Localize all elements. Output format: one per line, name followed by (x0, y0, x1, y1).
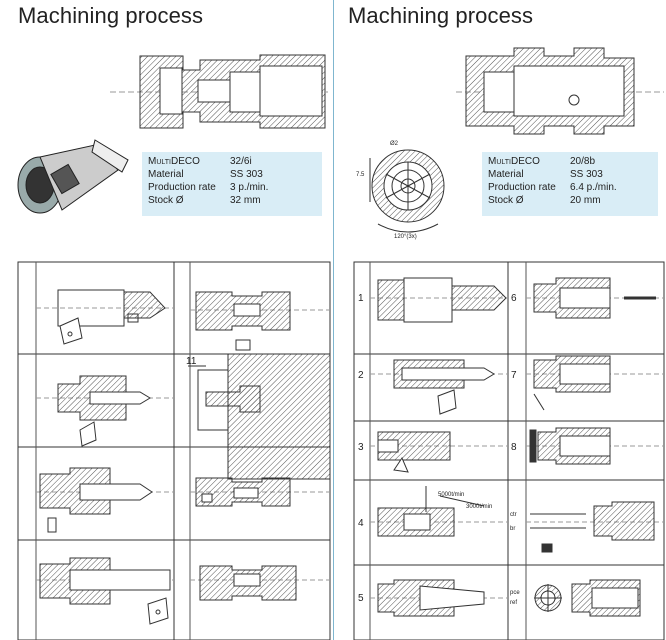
step-numbers: 1 2 3 4 5 6 7 8 (358, 293, 517, 604)
right-info-box: MultiDECO 20/8b Material SS 303 Producti… (482, 152, 658, 216)
side-label: ctr (510, 512, 517, 518)
front-dim-d1: 7.5 (356, 172, 365, 178)
side-label: br (510, 526, 515, 532)
left-step-1 (36, 289, 174, 345)
left-step-8 (190, 565, 330, 601)
step-number: 7 (511, 370, 517, 381)
right-step-3 (370, 431, 508, 473)
side-label: pce (510, 590, 520, 596)
info-label: Material (488, 169, 524, 180)
speed-label: 5000t/min (438, 492, 464, 498)
step-number: 6 (511, 293, 517, 304)
right-step-2 (370, 359, 508, 415)
left-step-4: 11 (186, 353, 331, 448)
left-info-box: MultiDECO 32/6i Material SS 303 Producti… (142, 152, 322, 216)
right-step-7 (526, 355, 664, 411)
info-label: Stock Ø (148, 195, 184, 206)
front-dim-d2: Ø2 (390, 141, 399, 147)
right-info-row: MultiDECO 20/8b (482, 156, 658, 169)
right-step-6 (526, 277, 664, 319)
step-number: 4 (358, 518, 364, 529)
right-panel: Machining process 7.5 Ø2 (334, 0, 666, 640)
right-title: Machining process (348, 3, 534, 28)
speed-label: 3000t/min (466, 504, 492, 510)
info-label: MultiDECO (488, 156, 540, 167)
right-info-row: Material SS 303 (482, 169, 658, 182)
right-part-section (456, 47, 664, 135)
step-number: 3 (358, 442, 364, 453)
left-step-6 (190, 446, 331, 507)
right-step-5: pce ref (370, 579, 520, 617)
info-value: 32/6i (230, 156, 252, 167)
step-number: 2 (358, 370, 364, 381)
left-step-7 (36, 557, 174, 625)
front-dim-angle: 120°(3x) (394, 234, 417, 240)
left-drawings: 11 (17, 54, 331, 640)
step-number: 8 (511, 442, 517, 453)
right-step-10 (534, 579, 641, 617)
left-info-row: Material SS 303 (142, 169, 322, 182)
left-panel: Machining process (17, 0, 334, 640)
info-label: Production rate (488, 182, 556, 193)
info-value: 3 p./min. (230, 182, 269, 193)
info-value: 20 mm (570, 195, 601, 206)
info-value: 32 mm (230, 195, 261, 206)
dimension-label: 11 (186, 356, 197, 367)
right-step-4: 5000t/min 3000t/min (370, 486, 508, 537)
info-label: Production rate (148, 182, 216, 193)
right-front-view: 7.5 Ø2 120°(3x) (356, 141, 445, 240)
left-step-2 (190, 291, 330, 351)
info-label: Material (148, 169, 184, 180)
left-info-row: MultiDECO 32/6i (142, 156, 322, 169)
right-step-1 (370, 277, 508, 323)
right-drawings: 7.5 Ø2 120°(3x) 1 2 3 4 5 6 7 8 (353, 47, 665, 640)
info-value: SS 303 (570, 169, 603, 180)
left-info-row: Stock Ø 32 mm (142, 195, 322, 208)
left-part-section (110, 54, 328, 129)
step-number: 1 (358, 293, 364, 304)
info-value: SS 303 (230, 169, 263, 180)
left-step-5 (36, 467, 174, 533)
info-value: 20/8b (570, 156, 596, 167)
right-step-9: ctr br (510, 501, 664, 553)
info-value: 6.4 p./min. (570, 182, 617, 193)
step-number: 5 (358, 593, 364, 604)
left-title: Machining process (18, 3, 204, 28)
right-info-row: Production rate 6.4 p./min. (482, 182, 658, 195)
left-info-row: Production rate 3 p./min. (142, 182, 322, 195)
left-3d-part (17, 139, 129, 214)
info-label: MultiDECO (148, 156, 200, 167)
side-label: ref (510, 600, 517, 606)
left-step-3 (36, 375, 174, 447)
right-step-8 (526, 427, 664, 465)
right-info-row: Stock Ø 20 mm (482, 195, 658, 208)
info-label: Stock Ø (488, 195, 524, 206)
